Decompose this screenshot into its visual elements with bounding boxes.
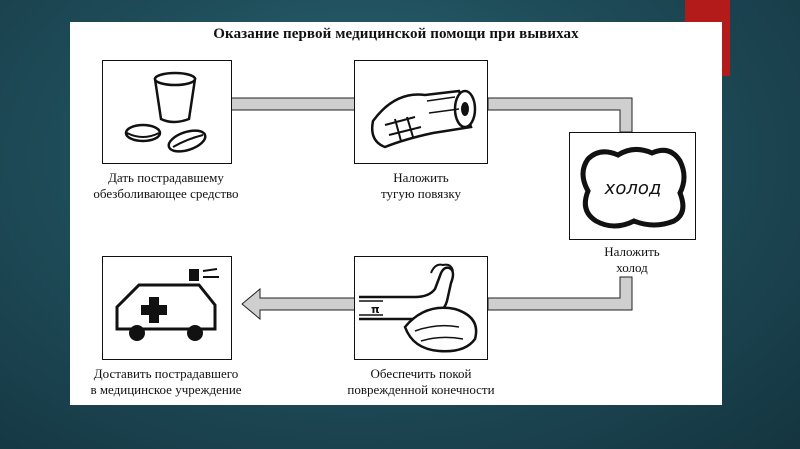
step-4-caption-line2: поврежденной конечности: [347, 382, 495, 397]
step-2-caption-line1: Наложить: [393, 170, 449, 185]
arrow-step4-to-step5: [241, 287, 356, 321]
flow-arrows: [230, 97, 633, 321]
bandage-roll-icon: [371, 89, 477, 149]
arrow-step3-to-step4: [487, 276, 633, 311]
step-5-caption: Доставить пострадавшего в медицинское уч…: [66, 366, 266, 398]
step-5-box: [102, 256, 232, 360]
step-1-caption-line2: обезболивающее средство: [93, 186, 239, 201]
ambulance-icon: [115, 268, 219, 341]
cold-pack-label: холод: [604, 178, 662, 199]
diagram-title: Оказание первой медицинской помощи при в…: [213, 26, 579, 42]
svg-text:π: π: [371, 303, 380, 316]
step-2-caption-line2: тугую повязку: [381, 186, 461, 201]
cold-pack-icon: холод: [580, 147, 687, 229]
step-1-caption-line1: Дать пострадавшему: [108, 170, 224, 185]
step-3-box: холод: [569, 132, 696, 240]
step-3-caption: Наложить холод: [532, 244, 732, 276]
step-4-caption: Обеспечить покой поврежденной конечности: [321, 366, 521, 398]
step-4-box: π: [354, 256, 488, 360]
step-5-caption-line2: в медицинское учреждение: [90, 382, 242, 397]
step-2-caption: Наложить тугую повязку: [321, 170, 521, 202]
step-3-caption-line2: холод: [616, 260, 648, 275]
immobilized-limb-icon: π: [359, 263, 478, 353]
arrow-step2-to-step3: [487, 97, 633, 133]
step-5-caption-line1: Доставить пострадавшего: [93, 366, 239, 381]
cup-and-pills-icon: [124, 71, 207, 153]
step-2-box: [354, 60, 488, 164]
arrow-step1-to-step2: [230, 97, 356, 111]
step-3-caption-line1: Наложить: [604, 244, 660, 259]
step-4-caption-line1: Обеспечить покой: [370, 366, 472, 381]
first-aid-diagram: Оказание первой медицинской помощи при в…: [70, 22, 722, 405]
step-1-caption: Дать пострадавшему обезболивающее средст…: [66, 170, 266, 202]
step-1-box: [102, 60, 232, 164]
